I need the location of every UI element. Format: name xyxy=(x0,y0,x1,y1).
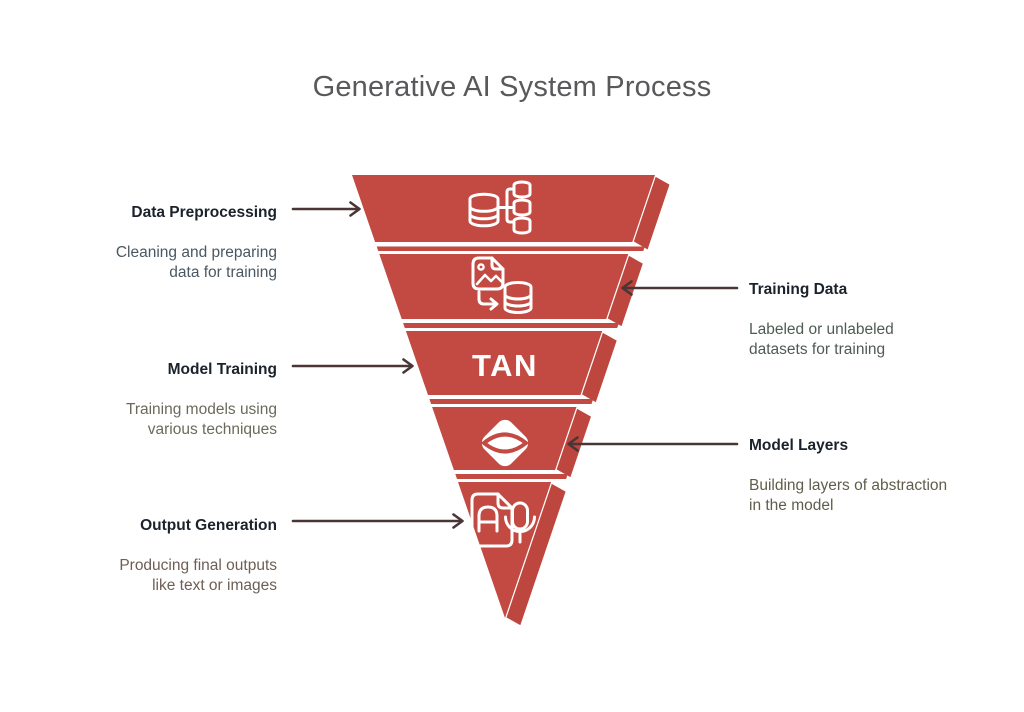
stage-title: Output Generation xyxy=(140,517,277,534)
stage-description: Training models using various techniques xyxy=(125,401,277,438)
funnel-bands xyxy=(352,175,655,618)
arrow-data-preprocessing xyxy=(291,201,361,217)
database-branch-icon xyxy=(468,180,532,235)
diamond-lens-icon xyxy=(480,419,530,467)
stage-label-data-preprocessing: Data Preprocessing Cleaning and preparin… xyxy=(47,203,277,283)
stage-3-band xyxy=(405,331,603,395)
arrow-model-layers xyxy=(567,436,739,452)
image-to-database-icon xyxy=(471,256,533,314)
funnel-edge-slivers xyxy=(376,246,645,479)
stage-3-top-edge xyxy=(403,323,619,328)
stage-label-model-layers: Model Layers Building layers of abstract… xyxy=(749,436,979,516)
stage-title: Model Layers xyxy=(749,437,849,454)
arrow-model-training xyxy=(291,358,414,374)
stage-description: Labeled or unlabeled datasets for traini… xyxy=(749,321,894,358)
stage-4-top-edge xyxy=(429,399,594,404)
stage-description: Building layers of abstraction in the mo… xyxy=(749,477,948,514)
stage-description: Cleaning and preparing data for training xyxy=(115,244,277,281)
arrow-training-data xyxy=(621,280,739,296)
tan-wordmark: TAN xyxy=(472,348,538,383)
stage-description: Producing final outputs like text or ima… xyxy=(119,557,277,594)
stage-label-output-generation: Output Generation Producing final output… xyxy=(47,516,277,596)
stage-title: Training Data xyxy=(749,281,848,298)
stage-title: Model Training xyxy=(167,361,277,378)
stage-label-training-data: Training Data Labeled or unlabeled datas… xyxy=(749,280,979,360)
stage-label-model-training: Model Training Training models using var… xyxy=(47,360,277,440)
document-audio-icon xyxy=(470,492,536,548)
stage-title: Data Preprocessing xyxy=(131,204,277,221)
arrow-output-generation xyxy=(291,513,464,529)
stage-5-top-edge xyxy=(455,474,568,479)
connector-arrows xyxy=(291,201,739,529)
stage-2-top-edge xyxy=(376,246,645,251)
page-title: Generative AI System Process xyxy=(312,71,712,103)
